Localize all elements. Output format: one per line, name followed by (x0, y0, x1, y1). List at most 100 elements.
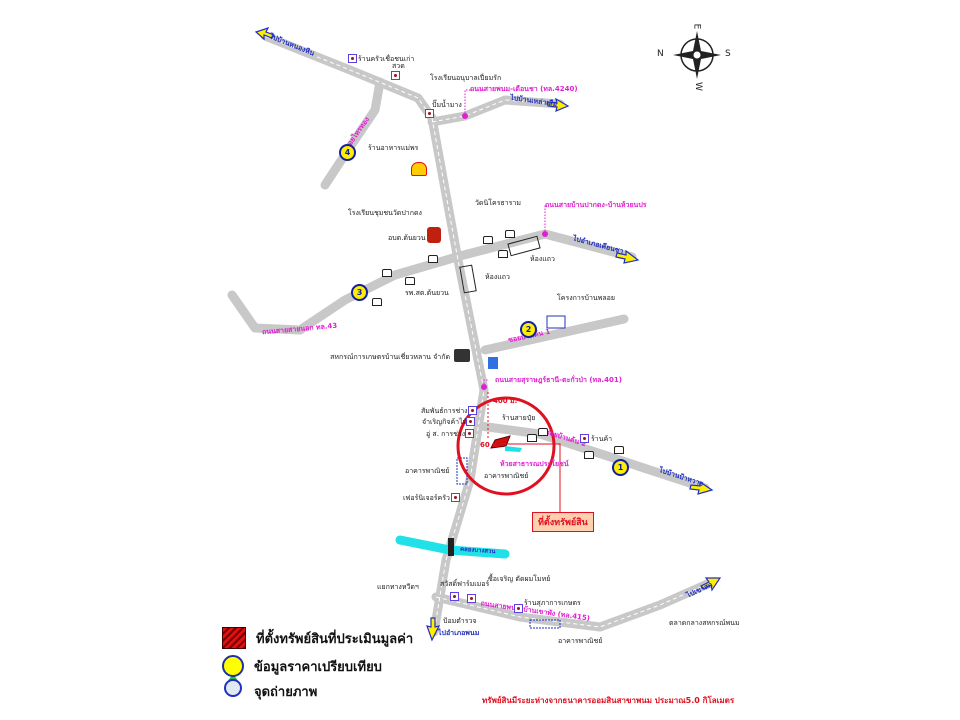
compass (673, 31, 721, 79)
place-label: จำเริญกิจค้าไม้ (422, 418, 468, 426)
place-label: อาคารพาณิชย์ (484, 472, 529, 480)
road-soi2 (480, 314, 629, 355)
house-icon (538, 428, 548, 436)
house-icon (372, 298, 382, 306)
place-label: อาคารพาณิชย์ (558, 637, 603, 645)
place-label: โรงเรียนอนุบาลเปี่ยมรัก (430, 74, 502, 82)
building-row-1 (507, 235, 541, 257)
place-label: โครงการบ้านพลอย (557, 294, 615, 302)
place-label: ร้านสายปุ๋ย (502, 414, 536, 422)
compass-n: N (657, 49, 664, 59)
house-icon (428, 255, 438, 263)
place-label: โรงเรียนชุมชนวัดปากดง (348, 209, 422, 217)
place-label: ตลาดกลางสหกรณ์พนม (669, 619, 740, 627)
legend-photo-label: จุดถ่ายภาพ (254, 685, 318, 700)
legend-property: ที่ตั้งทรัพย์สินที่ประเมินมูลค่า (222, 627, 413, 649)
poi-icon (451, 493, 460, 502)
arrow-ne-bottom (700, 577, 722, 592)
comparable-marker-1: 1 (612, 459, 629, 476)
comparable-marker-4: 4 (339, 144, 356, 161)
poi-icon (450, 592, 459, 601)
distance-note: ทรัพย์สินมีระยะห่างจากธนาคารออมสินสาขาพน… (482, 696, 735, 705)
legend-comparable: ข้อมูลราคาเปรียบเทียบ (222, 655, 382, 677)
arrow-south (426, 617, 441, 642)
bridge (448, 538, 454, 556)
shophouse-1 (456, 457, 468, 485)
garuda-emblem-icon (427, 227, 441, 243)
road-43-pakdong (227, 229, 637, 335)
place-label: ป้อมตำรวจ (443, 617, 477, 625)
poi-icon (580, 434, 589, 443)
road-4 (320, 77, 385, 190)
place-label: อบต.ต้นยวน (388, 234, 426, 242)
comparable-swatch-icon (222, 655, 244, 677)
place-label: ห้องแถว (530, 255, 555, 263)
label-road-4240: ถนนสายพนม-เดือนชา (ทล.4240) (470, 85, 578, 93)
place-label: ร้านค้า (591, 435, 613, 443)
house-icon (584, 451, 594, 459)
poi-icon (467, 594, 476, 603)
house-icon (505, 230, 515, 238)
place-label: ร้านครัวเชื่อชนเก่า (358, 55, 415, 63)
place-label: ห้องแถว (485, 273, 510, 281)
label-road-pakdong: ถนนสายบ้านปากดง-บ้านห้วยนปร (545, 201, 647, 209)
house-icon (382, 269, 392, 277)
place-label: สัมพันธ์การช่าง (421, 407, 468, 415)
property-location-label: ที่ตั้งทรัพย์สิน (532, 512, 594, 532)
poi-icon (466, 417, 475, 426)
house-icon (483, 236, 493, 244)
house-icon (614, 446, 624, 454)
compass-s: S (725, 49, 731, 59)
poi-icon (465, 429, 474, 438)
legend-photo: จุดถ่ายภาพ (254, 681, 317, 702)
poi-icon (348, 54, 357, 63)
compass-e: E (691, 23, 702, 30)
property-parcel (490, 435, 511, 449)
label-road-401: ถนนสายสุราษฎร์ธานี-ตะกั่วป่า (ทล.401) (495, 376, 622, 384)
place-label: รพ.สต.ต้นยวน (405, 289, 449, 297)
cooperative-icon (454, 349, 470, 362)
poi-icon (425, 109, 434, 118)
label-to-phanom: ไปอำเภอพนม (438, 629, 480, 637)
place-label: ซื้อเจริญ ตัดผมโมทย์ (488, 575, 551, 583)
arrow-east-mid (615, 249, 640, 264)
label-dist-60: 60 ม. (480, 441, 500, 449)
arrow-nw (254, 26, 275, 41)
property-swatch-icon (222, 627, 246, 649)
place-label: ห้วยสาธารณประโยชน์ (500, 460, 569, 468)
place-label: ปั๊มน้ำมาง (432, 101, 462, 109)
legend-photo-icon (224, 674, 242, 697)
house-icon (498, 250, 508, 258)
poi-icon (391, 71, 400, 80)
arrow-ne-top (547, 97, 570, 113)
subject-circle (456, 396, 556, 496)
place-label: ร้านอาหารแม่พร (368, 144, 419, 152)
shophouse-2 (529, 619, 561, 629)
place-label: สวัสดิ์ฟาร์มเมอร์ (440, 580, 490, 588)
place-label: ร้านสุภาการเกษตร (524, 599, 581, 607)
shell-station-icon (411, 162, 427, 176)
public-pond (505, 446, 522, 452)
place-label: อู่ ส. การช่าง (426, 430, 466, 438)
place-label: สวด (392, 62, 405, 70)
house-icon (405, 277, 415, 285)
legend-property-label: ที่ตั้งทรัพย์สินที่ประเมินมูลค่า (256, 631, 414, 647)
place-label: สหกรณ์การเกษตรบ้านเชี่ยวหลาน จำกัด (330, 353, 450, 361)
compass-w: W (692, 82, 703, 91)
place-label: วัดนิโครธาราม (475, 199, 521, 207)
photo-point-icon (487, 356, 499, 370)
arrow-se (689, 480, 714, 495)
place-label: อาคารพาณิชย์ (405, 467, 450, 475)
house-icon (527, 434, 537, 442)
poi-icon (514, 604, 523, 613)
comparable-marker-2: 2 (520, 321, 537, 338)
legend-comparable-label: ข้อมูลราคาเปรียบเทียบ (254, 659, 382, 675)
building-row-2 (459, 264, 477, 294)
place-label: แยกทางหวีดฯ (377, 583, 419, 591)
label-dist-400: 400 ม. (493, 397, 518, 405)
housing-project (546, 315, 566, 329)
place-label: เฟอร์นิเจอร์ครัว (403, 494, 450, 502)
poi-icon (468, 406, 477, 415)
